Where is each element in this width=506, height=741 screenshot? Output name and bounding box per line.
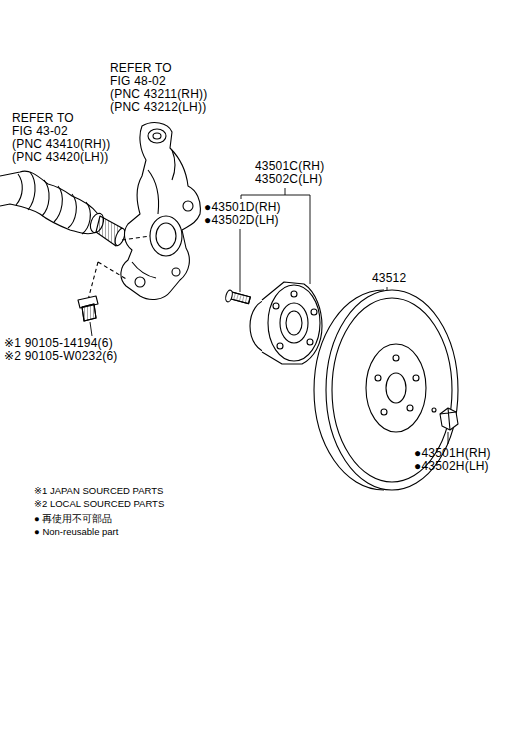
drive-shaft	[0, 171, 127, 247]
reference-note: (PNC 43211(RH))	[110, 88, 207, 101]
reference-note: FIG 48-02	[110, 75, 166, 88]
hub-bolt	[225, 289, 251, 303]
leader-line	[90, 188, 448, 444]
reference-note: (PNC 43212(LH))	[110, 101, 206, 114]
part-number: 43512	[372, 272, 406, 285]
reference-note: (PNC 43420(LH))	[12, 151, 108, 164]
part-number: ※2 90105-W0232(6)	[4, 350, 118, 363]
knuckle-bolt	[78, 296, 98, 321]
assembly-line	[122, 236, 150, 240]
reference-note: REFER TO	[110, 62, 172, 75]
reference-note: FIG 43-02	[12, 125, 68, 138]
legend-note: ※2 LOCAL SOURCED PARTS	[34, 498, 164, 510]
legend-note: ※1 JAPAN SOURCED PARTS	[34, 485, 163, 497]
part-number: ●43501H(RH)	[414, 447, 491, 460]
reference-note: REFER TO	[12, 112, 74, 125]
part-number: ●43501D(RH)	[204, 201, 281, 214]
legend-note: ● 再使用不可部品	[34, 513, 112, 525]
part-number: 43501C(RH)	[255, 160, 324, 173]
reference-note: (PNC 43410(RH))	[12, 138, 110, 151]
legend-note: ● Non-reusable part	[34, 526, 118, 538]
part-number: ●43502H(LH)	[414, 460, 489, 473]
part-number: ●43502D(LH)	[204, 214, 279, 227]
assembly-line	[88, 262, 128, 300]
hub-nut	[440, 408, 458, 430]
part-number: ※1 90105-14194(6)	[4, 337, 113, 350]
hub-bearing	[250, 282, 322, 364]
part-number: 43502C(LH)	[255, 173, 322, 186]
steering-knuckle	[121, 123, 200, 300]
